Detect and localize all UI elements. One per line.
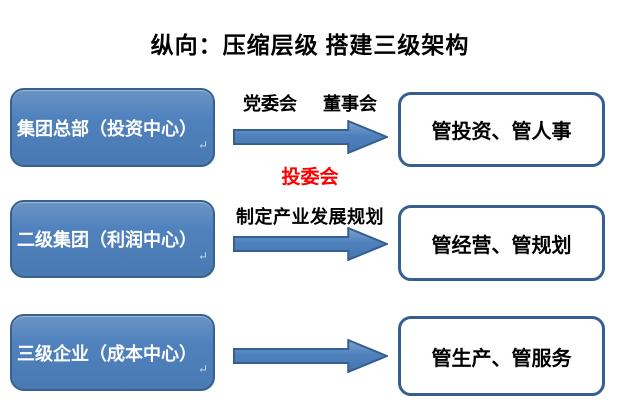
- flow-arrow-row1: [233, 120, 388, 154]
- source-box-level3: 三级企业（成本中心）↵: [10, 314, 215, 391]
- target-box-level3: 管生产、管服务: [398, 316, 605, 396]
- diagram-title: 纵向：压缩层级 搭建三级架构: [150, 33, 470, 58]
- source-box-level1-label: 集团总部（投资中心）: [16, 118, 197, 139]
- paragraph-return-mark: ↵: [197, 362, 209, 376]
- flow-arrow-row3: [233, 339, 388, 373]
- flow-arrow-row2: [233, 227, 388, 261]
- paragraph-return-mark: ↵: [197, 249, 209, 263]
- target-box-level2: 管经营、管规划: [398, 205, 605, 281]
- target-box-level1: 管投资、管人事: [398, 92, 605, 167]
- target-box-level2-label: 管经营、管规划: [431, 234, 572, 257]
- label-party-committee: 党委会: [243, 94, 297, 114]
- label-industry-development-planning: 制定产业发展规划: [236, 207, 384, 227]
- arrow-labels-above-row1: 党委会 董事会: [230, 90, 390, 116]
- paragraph-return-mark: ↵: [197, 138, 209, 152]
- source-box-level3-label: 三级企业（成本中心）: [16, 343, 197, 364]
- label-board-of-directors: 董事会: [323, 94, 377, 114]
- source-box-level1: 集团总部（投资中心）↵: [10, 88, 215, 167]
- arrow-labels-above-row2: 制定产业发展规划: [230, 203, 390, 229]
- target-box-level3-label: 管生产、管服务: [431, 347, 572, 370]
- source-box-level2-label: 二级集团（利润中心）: [16, 230, 197, 250]
- target-box-level1-label: 管投资、管人事: [431, 121, 572, 143]
- label-investment-committee: 投委会: [281, 167, 339, 188]
- source-box-level2: 二级集团（利润中心）↵: [10, 200, 215, 278]
